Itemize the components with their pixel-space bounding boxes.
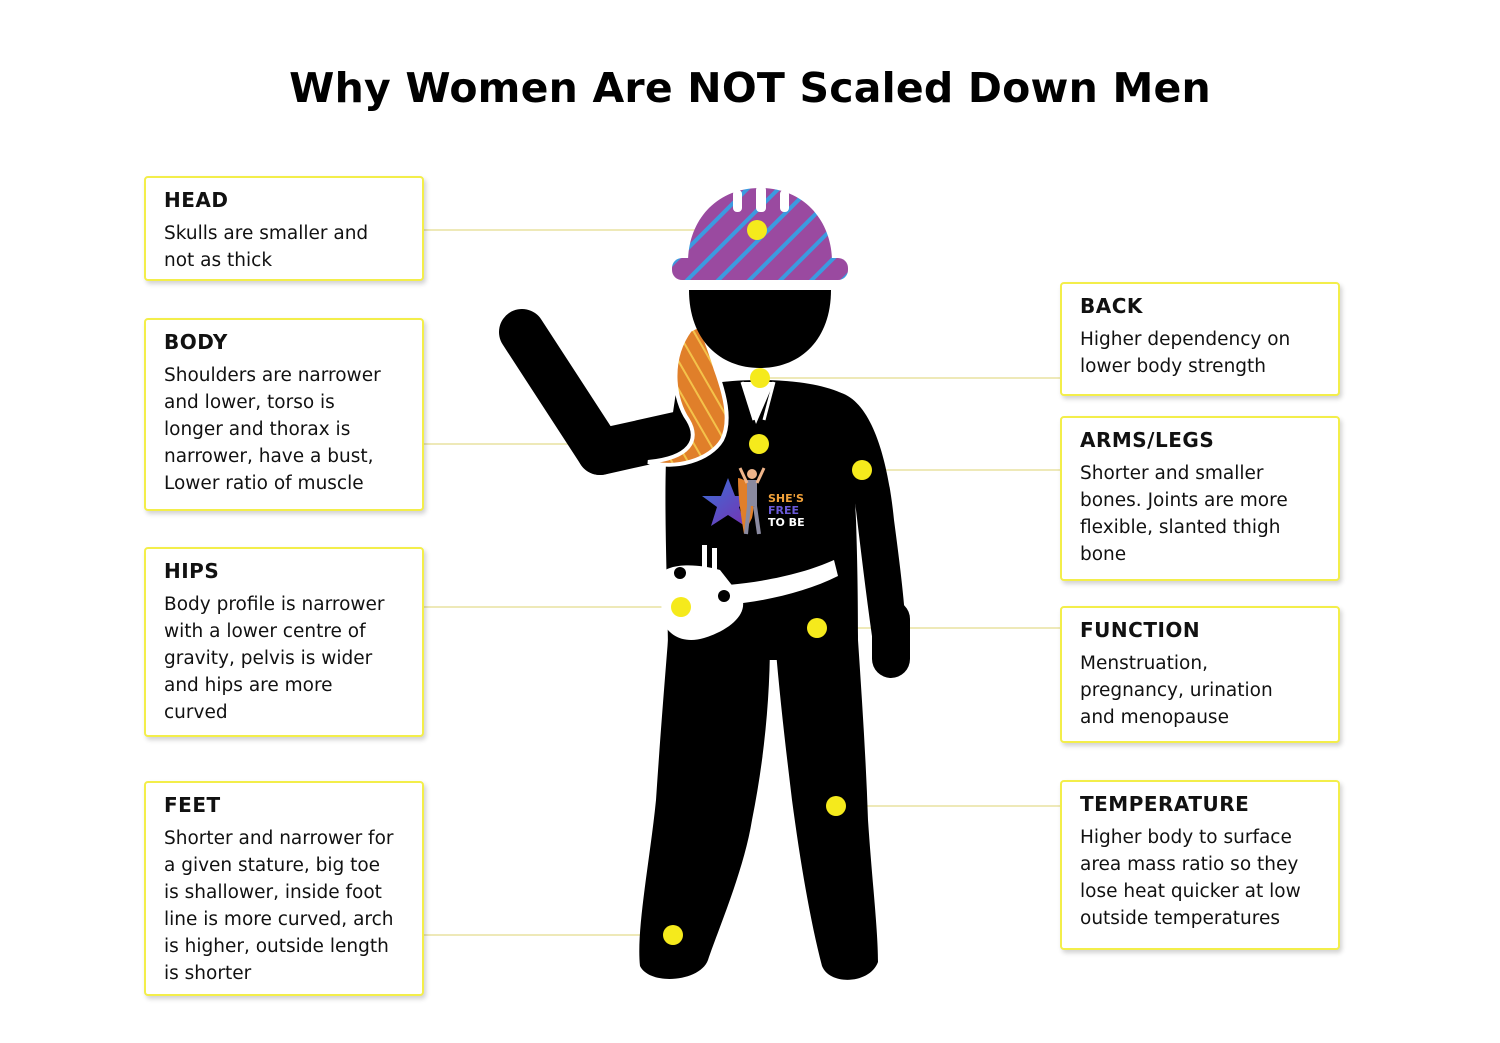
left-leg [639, 640, 770, 979]
marker-temperature [826, 796, 846, 816]
card-temperature: TEMPERATURE Higher body to surface area … [1060, 780, 1340, 950]
card-text: Higher body to surface area mass ratio s… [1080, 827, 1301, 929]
card-feet: FEET Shorter and narrower for a given st… [144, 781, 424, 996]
card-arms-legs: ARMS/LEGS Shorter and smaller bones. Joi… [1060, 416, 1340, 581]
marker-feet [663, 925, 683, 945]
page-title: Why Women Are NOT Scaled Down Men [289, 64, 1211, 112]
card-heading: HEAD [164, 188, 229, 212]
marker-function [807, 618, 827, 638]
card-text: Higher dependency on lower body strength [1080, 329, 1291, 377]
card-heading: FEET [164, 793, 221, 817]
marker-dots [663, 220, 872, 945]
marker-body [749, 434, 769, 454]
card-text: Shorter and smaller bones. Joints are mo… [1080, 463, 1288, 565]
card-hips: HIPS Body profile is narrower with a low… [144, 547, 424, 737]
tool-pouch [660, 565, 744, 640]
marker-hips [671, 597, 691, 617]
right-leg [775, 640, 878, 980]
card-head: HEAD Skulls are smaller and not as thick [144, 176, 424, 281]
card-text: Skulls are smaller and not as thick [164, 223, 369, 271]
card-heading: BACK [1080, 294, 1143, 318]
logo-line-2: FREE [768, 504, 799, 517]
card-text: Body profile is narrower with a lower ce… [164, 594, 385, 723]
card-text: Menstruation, pregnancy, urination and m… [1080, 653, 1273, 728]
card-heading: ARMS/LEGS [1080, 428, 1215, 452]
card-function: FUNCTION Menstruation, pregnancy, urinat… [1060, 606, 1340, 743]
marker-arms-legs [852, 460, 872, 480]
logo-line-1: SHE'S [768, 492, 804, 505]
logo-line-3: TO BE [768, 516, 805, 529]
card-heading: BODY [164, 330, 228, 354]
card-back: BACK Higher dependency on lower body str… [1060, 282, 1340, 396]
raised-arm [499, 309, 713, 475]
card-text: Shoulders are narrower and lower, torso … [164, 365, 381, 494]
card-body: BODY Shoulders are narrower and lower, t… [144, 318, 424, 511]
shes-free-to-be-logo: SHE'S FREE TO BE [702, 463, 814, 539]
ponytail [647, 322, 729, 467]
head [689, 290, 831, 368]
card-heading: FUNCTION [1080, 618, 1201, 642]
card-text: Shorter and narrower for a given stature… [164, 828, 394, 984]
collar [742, 382, 774, 424]
marker-back [750, 368, 770, 388]
right-arm [838, 392, 907, 664]
card-heading: TEMPERATURE [1080, 792, 1250, 816]
marker-head [747, 220, 767, 240]
card-heading: HIPS [164, 559, 220, 583]
